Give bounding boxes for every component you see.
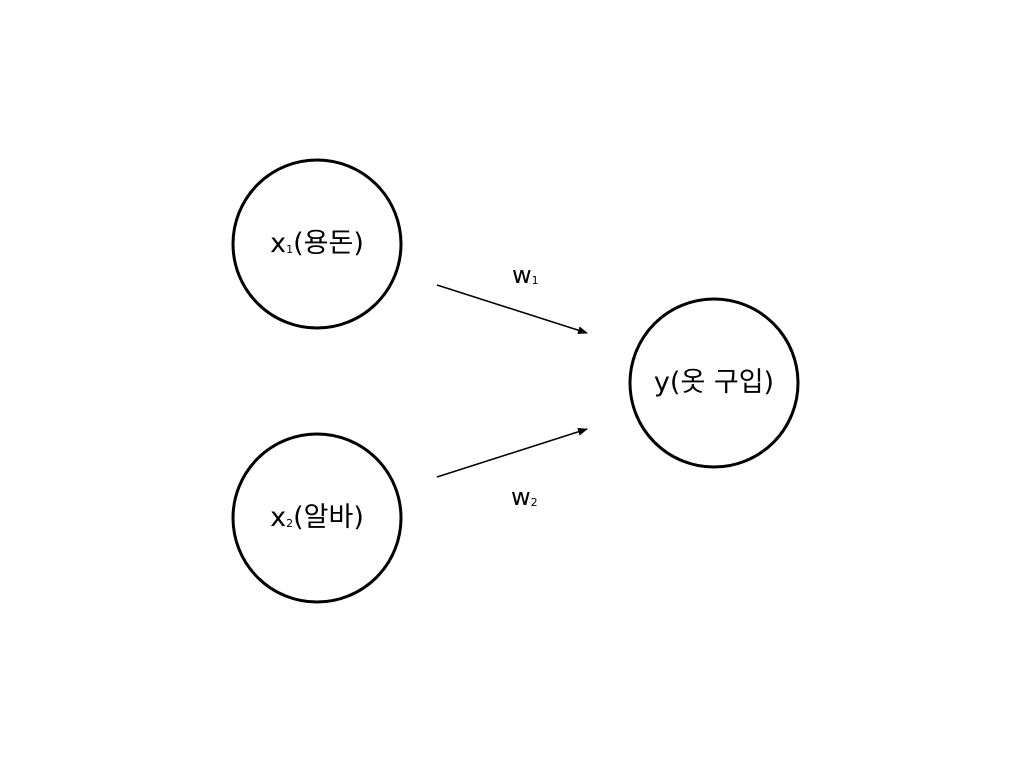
node-y-circle	[628, 297, 800, 469]
weight-w2-label: w2	[511, 483, 538, 516]
node-x2-circle	[231, 432, 403, 604]
weight-w1-label: w1	[512, 261, 539, 294]
weight-w2-var: w	[511, 483, 531, 511]
edge-x1-to-y	[436, 284, 588, 335]
node-x2-name: (알바)	[293, 502, 364, 533]
node-x2-label: x2(알바)	[233, 502, 401, 539]
node-x1-name: (용돈)	[293, 228, 364, 259]
node-x2-sub: 2	[286, 517, 294, 530]
weight-w1-sub: 1	[531, 274, 539, 287]
weight-w1-var: w	[512, 261, 532, 289]
node-x1-sub: 1	[286, 243, 294, 256]
node-y-label: y(옷 구입)	[630, 367, 798, 399]
node-x2-var: x	[270, 502, 287, 533]
weight-w2-sub: 2	[530, 496, 538, 509]
node-y-name: (옷 구입)	[669, 367, 775, 398]
node-x1-label: x1(용돈)	[233, 228, 401, 265]
node-y-var: y	[653, 367, 670, 398]
node-x1-circle	[231, 158, 403, 330]
node-x1-var: x	[270, 228, 287, 259]
edge-x2-to-y	[436, 427, 588, 478]
